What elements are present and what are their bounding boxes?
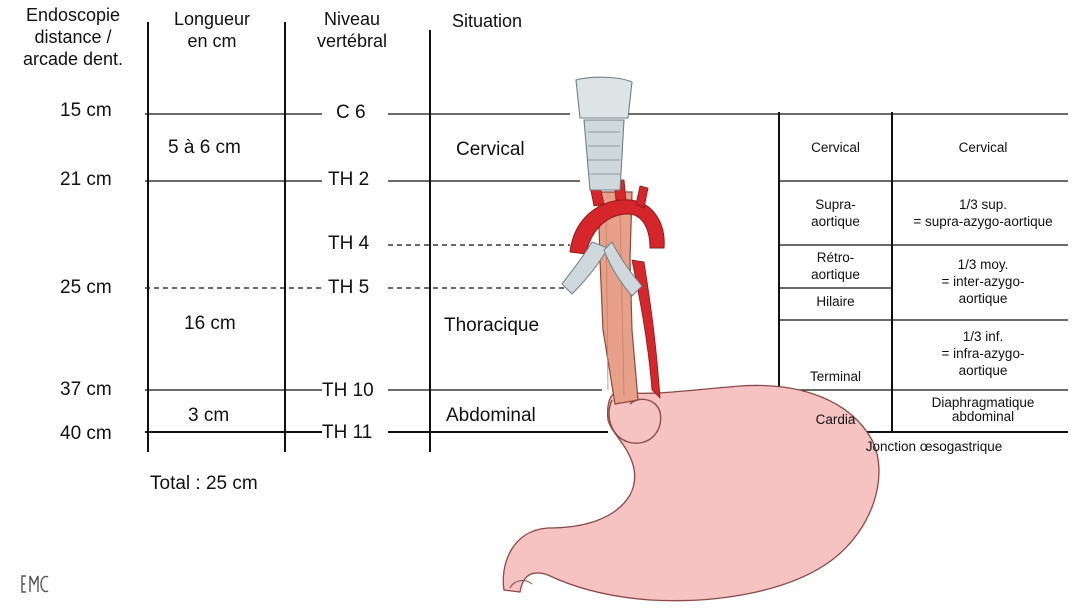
third-cervical: Cervical [892,141,1074,155]
trachea [584,120,624,190]
header-length-line-1: Longueur [160,8,264,30]
vertebral-c6: C 6 [336,103,366,123]
third-middle-line-3: aortique [892,290,1074,307]
third-middle-line-1: 1/3 moy. [892,256,1074,273]
segment-cardia: Cardia [779,413,892,427]
segment-terminal: Terminal [779,370,892,384]
distance-37: 37 cm [60,380,112,400]
third-upper: 1/3 sup. = supra-azygo-aortique [892,196,1074,230]
length-abdominal: 3 cm [188,406,229,426]
segment-retro-line-2: aortique [779,266,892,283]
anatomy-illustration [503,77,879,600]
header-vertebral-line-2: vertébral [300,30,404,52]
distance-40: 40 cm [60,424,112,444]
vertebral-th11: TH 11 [322,423,372,443]
emc-logo [20,572,56,596]
segment-supra-line-2: aortique [779,213,892,230]
distance-15: 15 cm [60,101,112,121]
segment-retro-line-1: Rétro- [779,249,892,266]
segment-retro-aortic: Rétro- aortique [779,249,892,283]
vertebral-th2: TH 2 [328,170,369,190]
situation-cervical: Cervical [456,140,525,160]
header-endoscopy-line-3: arcade dent. [4,48,142,70]
situation-thoracic: Thoracique [444,316,539,336]
esophagus-shape [598,192,638,404]
third-lower-line-2: = infra-azygo- [892,345,1074,362]
vertebral-th10: TH 10 [322,381,374,401]
segment-cervical: Cervical [779,141,892,155]
length-thoracic: 16 cm [184,314,236,334]
third-lower: 1/3 inf. = infra-azygo- aortique [892,328,1074,379]
header-endoscopy-line-2: distance / [4,26,142,48]
third-upper-line-1: 1/3 sup. [892,196,1074,213]
header-endoscopy-line-1: Endoscopie [4,4,142,26]
length-cervical: 5 à 6 cm [168,138,241,158]
junction-label: Jonction œsogastrique [800,440,1068,454]
header-endoscopy: Endoscopie distance / arcade dent. [4,4,142,70]
third-lower-line-3: aortique [892,362,1074,379]
segment-hilaire: Hilaire [779,295,892,309]
vertebral-th4: TH 4 [328,234,369,254]
third-upper-line-2: = supra-azygo-aortique [892,213,1074,230]
segment-supra-line-1: Supra- [779,196,892,213]
vertebral-th5: TH 5 [328,278,369,298]
header-situation: Situation [452,10,522,32]
total-length: Total : 25 cm [150,474,258,494]
header-vertebral-line-1: Niveau [300,8,404,30]
header-vertebral: Niveau vertébral [300,8,404,52]
situation-abdominal: Abdominal [446,406,536,426]
larynx [576,77,632,118]
header-length: Longueur en cm [160,8,264,52]
distance-21: 21 cm [60,170,112,190]
third-middle-line-2: = inter-azygo- [892,273,1074,290]
distance-25: 25 cm [60,278,112,298]
third-middle: 1/3 moy. = inter-azygo- aortique [892,256,1074,307]
third-lower-line-1: 1/3 inf. [892,328,1074,345]
header-length-line-2: en cm [160,30,264,52]
third-diaphragmatic: Diaphragmatique abdominal [892,396,1074,424]
segment-supra-aortic: Supra- aortique [779,196,892,230]
third-diaphragm-line-1: Diaphragmatique [892,396,1074,410]
third-diaphragm-line-2: abdominal [892,410,1074,424]
